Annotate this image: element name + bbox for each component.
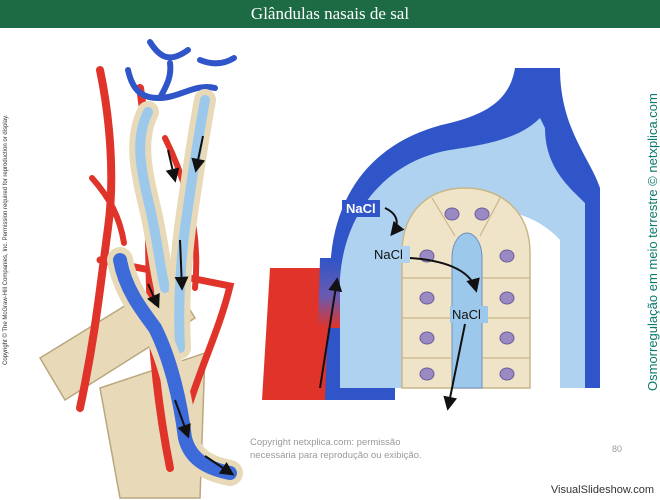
cell-dividers — [402, 197, 530, 359]
tubule-1 — [135, 107, 170, 293]
secretion-arrow — [443, 323, 466, 411]
artery-right — [96, 256, 235, 422]
nacl-label-2: NaCl — [374, 247, 403, 262]
nacl-label-1: NaCl — [346, 201, 376, 216]
nacl-arrow-2 — [409, 257, 480, 293]
title-bar: Glândulas nasais de sal — [0, 0, 660, 28]
flow-arrow-6 — [204, 455, 235, 476]
flow-arrow-1 — [165, 149, 180, 183]
central-duct — [113, 253, 237, 480]
nacl-label-3: NaCl — [452, 307, 481, 322]
artery-branch — [89, 175, 127, 246]
gland-overview — [38, 39, 243, 499]
flow-arrow-3 — [174, 239, 189, 291]
gland-zoom: NaCl NaCl NaCl — [262, 68, 600, 411]
tubule-2 — [174, 95, 210, 353]
watermark: VisualSlideshow.com — [550, 484, 654, 496]
footer-copyright-note: Copyright netxplica.com: permissão neces… — [250, 437, 422, 461]
flow-arrow-5 — [174, 399, 191, 439]
page-number: 80 — [612, 444, 623, 454]
nacl-arrow-1 — [384, 207, 405, 237]
flow-arrow-4 — [146, 283, 160, 309]
artery-left — [76, 66, 116, 412]
slide-title: Glândulas nasais de sal — [250, 4, 410, 23]
vein-top-branch — [125, 67, 218, 102]
artery-inflow — [262, 268, 330, 400]
flow-arrow-2 — [191, 135, 206, 173]
gland-diagram: NaCl NaCl NaCl — [38, 39, 600, 499]
blood-flow-arrow — [319, 277, 343, 389]
